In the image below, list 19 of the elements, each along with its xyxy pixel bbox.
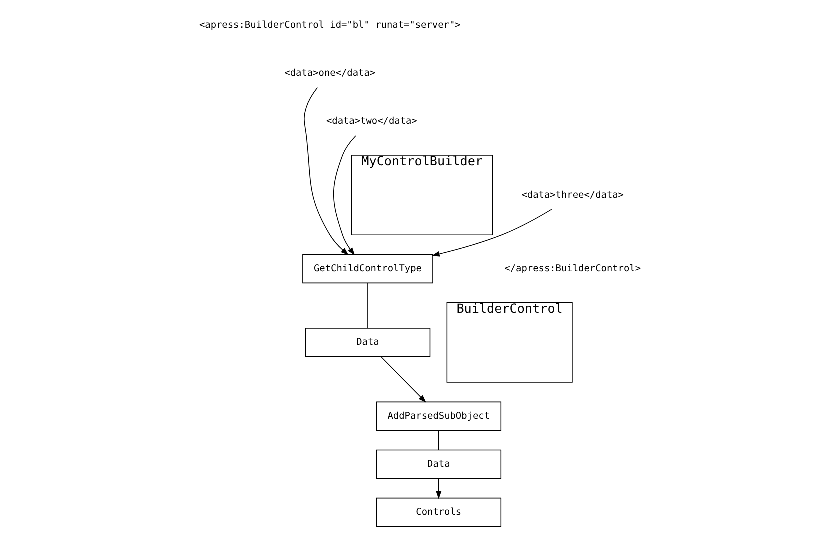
- node-box: Data: [376, 450, 502, 479]
- node-box: Controls: [376, 498, 502, 528]
- arrow: [332, 136, 356, 256]
- label: </apress:BuilderControl>: [504, 263, 641, 274]
- arrow: [431, 209, 552, 257]
- node-text: <data>three</data>: [521, 190, 624, 201]
- node-box: MyControlBuilder: [350, 155, 493, 236]
- arrow: [380, 356, 426, 403]
- node-box: AddParsedSubObject: [376, 402, 502, 431]
- connector: [438, 430, 439, 450]
- arrow: [304, 87, 348, 256]
- connector: [367, 282, 368, 329]
- node-box: BuilderControl: [446, 302, 572, 383]
- node-text: <data>two</data>: [326, 116, 417, 128]
- node-box: GetChildControlType: [302, 254, 433, 284]
- node-box: Data: [304, 328, 430, 358]
- label: <apress:BuilderControl id="bl" runat="server">: [198, 20, 460, 31]
- arrow: [436, 478, 442, 500]
- node-text: <data>one</data>: [284, 68, 376, 80]
